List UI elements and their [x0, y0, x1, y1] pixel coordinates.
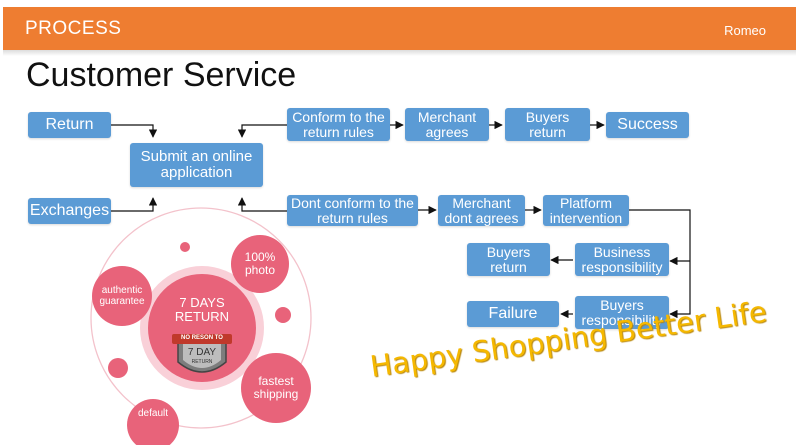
small-dot-right: [275, 307, 291, 323]
page-title: Customer Service: [26, 56, 297, 94]
shield-bot-label: RETURN: [191, 359, 213, 365]
arrow-exchanges-submit: [111, 197, 158, 212]
shield-mid-label: 7 DAY: [187, 347, 217, 358]
seven-days-label: 7 DAYS RETURN: [174, 295, 230, 325]
section-title: PROCESS: [25, 18, 122, 39]
arrow-return-submit: [111, 124, 158, 138]
author-name: Romeo: [724, 23, 766, 38]
arrow-dontconform-submit: [237, 197, 287, 212]
photo-label: 100% photo: [244, 250, 276, 278]
buyers-return-mid-box: Buyers return: [467, 243, 550, 276]
submit-application-box: Submit an online application: [130, 143, 263, 187]
return-box: Return: [28, 112, 111, 138]
header-bar: PROCESS Romeo: [3, 7, 796, 50]
small-dot-top: [180, 242, 190, 252]
arrow-conform-submit: [237, 124, 287, 138]
authentic-circle: [92, 266, 152, 326]
shield-top-label: NO RESON TO: [181, 335, 223, 341]
shield-icon: [172, 334, 232, 373]
partial-label: default: [137, 408, 169, 419]
failure-box: Failure: [467, 301, 559, 327]
header-shadow: [3, 50, 796, 56]
partial-circle: [127, 399, 179, 445]
platform-intervention-box: Platform intervention: [543, 195, 629, 226]
merchant-dont-agrees-box: Merchant dont agrees: [438, 195, 525, 226]
orbit-ring: [90, 207, 312, 429]
arrow-platform-buyersresp: [629, 209, 691, 319]
business-responsibility-box: Business responsibility: [575, 243, 669, 276]
success-box: Success: [606, 112, 689, 138]
photo-circle: [231, 235, 289, 293]
buyers-return-top-box: Buyers return: [505, 108, 590, 141]
shipping-circle: [241, 353, 311, 423]
buyers-responsibility-box: Buyers responsibility: [575, 296, 669, 329]
exchanges-box: Exchanges: [28, 198, 111, 224]
dont-conform-rules-box: Dont conform to the return rules: [287, 195, 418, 226]
center-circle: [148, 274, 256, 382]
authentic-label: authentic guarantee: [99, 285, 145, 307]
conform-rules-box: Conform to the return rules: [287, 108, 390, 141]
merchant-agrees-box: Merchant agrees: [405, 108, 489, 141]
small-dot-left: [108, 358, 128, 378]
shipping-label: fastest shipping: [253, 374, 299, 402]
